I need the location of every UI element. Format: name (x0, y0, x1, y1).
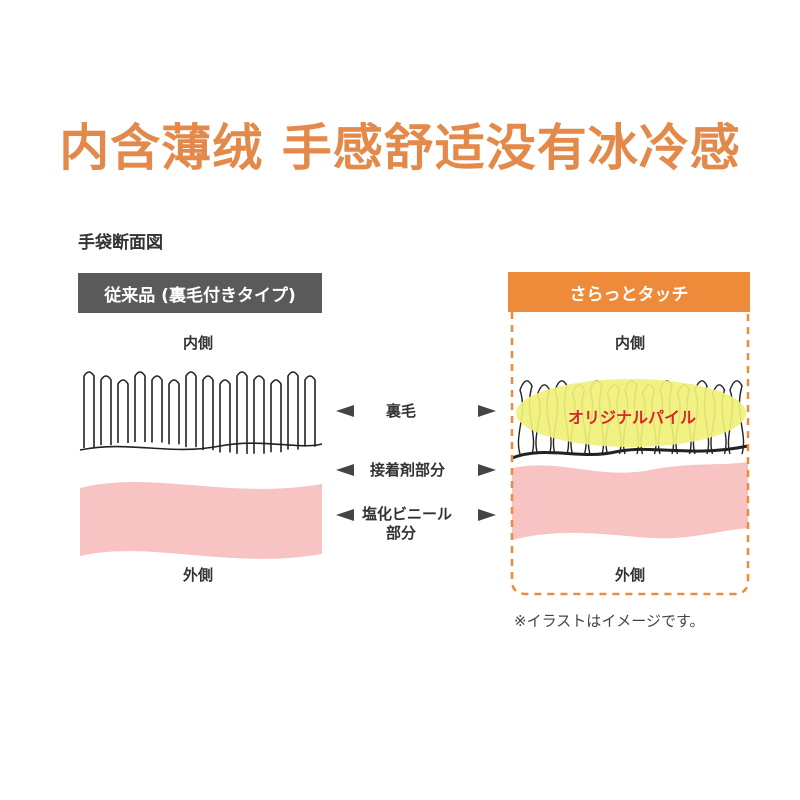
left-pile-loop (117, 379, 129, 443)
arrow-adhesive-left (336, 464, 354, 476)
illustration-note: ※イラストはイメージです。 (514, 612, 705, 630)
arrow-pvc-left (336, 509, 354, 521)
left-pile-loop (270, 379, 282, 453)
left-pile-loop (134, 371, 146, 443)
pvc-layer-label-line2: 部分 (386, 524, 417, 542)
diagram-title: 手袋断面図 (78, 233, 163, 253)
left-pile-loop (253, 375, 265, 454)
left-pile-loop (100, 375, 112, 446)
left-outer-label: 外側 (182, 566, 213, 584)
arrow-pile-left (336, 405, 354, 417)
smooth-touch-header: さらっとタッチ (508, 272, 750, 312)
left-pile-loop (151, 375, 163, 443)
left-pile-loop (304, 375, 316, 447)
left-inner-label: 内側 (182, 334, 213, 352)
right-dashed-outline (510, 312, 750, 596)
adhesive-layer-label: 接着剤部分 (370, 461, 446, 479)
right-outer-label: 外側 (614, 566, 645, 584)
right-inner-label: 内側 (614, 334, 645, 352)
left-pile-fibers (79, 371, 323, 454)
left-pile-loop (219, 379, 231, 453)
conventional-product-header: 従来品 (裏毛付きタイプ) (78, 273, 322, 313)
pile-layer-label: 裏毛 (386, 402, 417, 420)
original-pile-label: オリジナルパイル (567, 408, 696, 427)
left-pile-loop (83, 371, 95, 448)
left-pile-base (79, 442, 323, 451)
right-adhesive-line (511, 444, 749, 460)
arrow-adhesive-right (478, 464, 496, 476)
left-pile-loop (202, 375, 214, 451)
left-pile-loop (287, 371, 299, 450)
right-pvc-layer (512, 462, 748, 540)
arrow-pvc-right (478, 509, 496, 521)
original-pile-highlight (516, 379, 746, 447)
pvc-layer-label-line1: 塩化ビニール (362, 505, 453, 523)
left-pile-loop (185, 371, 197, 448)
left-pile-loop (168, 379, 180, 445)
left-pvc-layer (80, 482, 322, 559)
headline: 内含薄绒 手感舒适没有冰冷感 (59, 119, 741, 177)
left-pile-loop (236, 371, 248, 454)
arrow-pile-right (478, 405, 496, 417)
